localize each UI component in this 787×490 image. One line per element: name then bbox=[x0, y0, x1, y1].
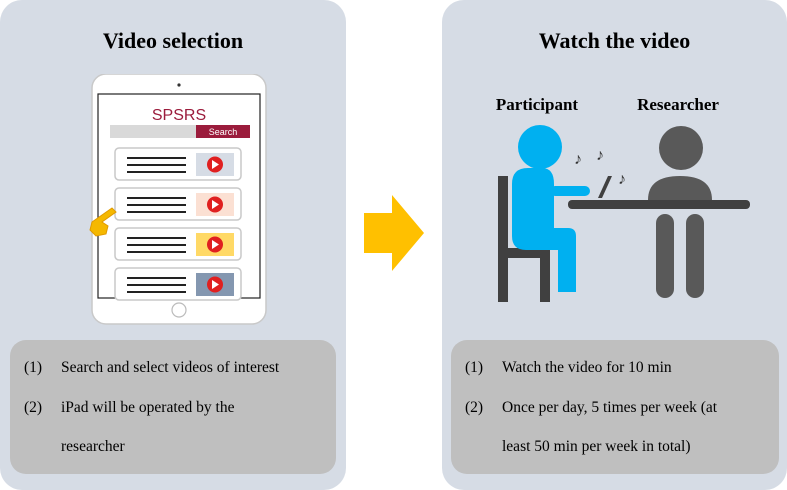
video-list-item bbox=[114, 267, 242, 301]
researcher-figure bbox=[648, 126, 712, 298]
participant-label: Participant bbox=[496, 95, 578, 114]
chair-icon bbox=[498, 176, 550, 302]
music-notes-icon: ♪ ♪ ♪ bbox=[574, 147, 626, 188]
researcher-label: Researcher bbox=[637, 95, 719, 114]
watch-video-title: Watch the video bbox=[538, 28, 691, 53]
search-field bbox=[110, 125, 198, 138]
video-selection-title: Video selection bbox=[102, 28, 244, 53]
svg-text:♪: ♪ bbox=[596, 147, 604, 164]
flow-arrow-icon bbox=[364, 195, 424, 271]
svg-text:♪: ♪ bbox=[618, 171, 626, 188]
viewing-scene: Participant Researcher ♪ ♪ ♪ bbox=[496, 95, 750, 302]
app-title: SPSRS bbox=[152, 107, 206, 124]
watch-video-notes bbox=[451, 340, 779, 474]
ipad-illustration: SPSRS Search bbox=[91, 74, 267, 325]
table bbox=[568, 200, 750, 209]
search-button bbox=[196, 125, 250, 138]
hand-pointer-icon bbox=[89, 207, 117, 237]
home-button bbox=[171, 302, 187, 318]
video-selection-notes bbox=[10, 340, 336, 474]
participant-figure bbox=[512, 125, 590, 292]
video-list bbox=[114, 147, 242, 301]
ipad-camera-icon bbox=[177, 83, 181, 87]
video-list-item bbox=[114, 227, 242, 261]
search-button-label: Search bbox=[209, 127, 238, 137]
svg-text:♪: ♪ bbox=[574, 151, 582, 168]
video-list-item bbox=[114, 147, 242, 181]
video-list-item bbox=[114, 187, 242, 221]
tablet-on-table-icon bbox=[598, 176, 612, 198]
